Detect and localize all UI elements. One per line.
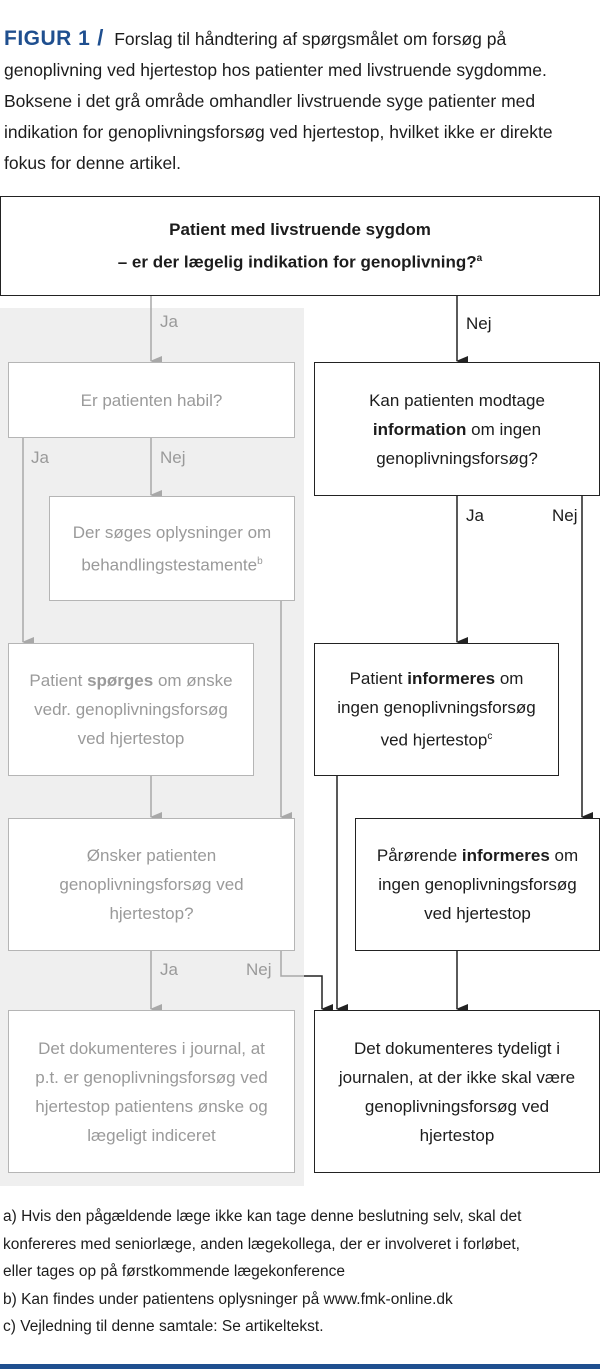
- arrow-onsker-nej-to-dok-right: [304, 975, 333, 1014]
- label-ja-habil: Ja: [31, 448, 49, 467]
- habil-text: Er patienten habil?: [80, 390, 223, 410]
- kan-post: om ingen: [466, 419, 542, 439]
- onsker-line3: hjertestop?: [109, 904, 194, 923]
- sporges-bold: spørges: [87, 671, 154, 690]
- top-sup: a: [476, 253, 483, 265]
- caption-separator: /: [97, 25, 104, 50]
- box-sporges: Patient spørges om ønske vedr. genoplivn…: [8, 643, 254, 776]
- informeres-sup: c: [487, 731, 493, 743]
- sporges-line3: ved hjertestop: [77, 729, 185, 748]
- box-habil: Er patienten habil?: [8, 362, 295, 438]
- parorende-bold: informeres: [461, 846, 550, 865]
- label-ja-top: Ja: [160, 312, 178, 331]
- figure-label: FIGUR 1: [4, 27, 91, 50]
- top-line2-wrap: – er der lægelig indikation for genopliv…: [118, 244, 482, 277]
- parorende-pre: Pårørende: [376, 846, 462, 865]
- top-line2: – er der lægelig indikation for genopliv…: [117, 252, 477, 272]
- footnotes: a) Hvis den pågældende læge ikke kan tag…: [3, 1203, 599, 1341]
- dok-left-line3: hjertestop patientens ønske og: [35, 1096, 268, 1116]
- dok-right-line4: hjertestop: [419, 1125, 495, 1145]
- informeres-bold: informeres: [407, 669, 496, 689]
- box-dok-left: Det dokumenteres i journal, at p.t. er g…: [8, 1010, 295, 1173]
- kan-line2: information om ingen: [373, 415, 541, 444]
- footnote-a-line2: konfereres med seniorlæge, anden lægekol…: [3, 1235, 520, 1253]
- bottom-rule: [0, 1364, 600, 1369]
- box-informeres: Patient informeres om ingen genoplivning…: [314, 643, 559, 776]
- kan-line1: Kan patienten modtage: [369, 390, 545, 410]
- sporges-line1: Patient spørges om ønske: [29, 666, 232, 695]
- footnote-a-line1: a) Hvis den pågældende læge ikke kan tag…: [3, 1208, 522, 1225]
- informeres-line3: ved hjertestop: [380, 730, 488, 750]
- sporges-post: om ønske: [153, 671, 233, 690]
- box-parorende: Pårørende informeres om ingen genoplivni…: [355, 818, 600, 951]
- kan-bold: information: [372, 419, 467, 439]
- dok-right-line3: genoplivningsforsøg ved: [364, 1096, 550, 1116]
- dok-left-line2: p.t. er genoplivningsforsøg ved: [35, 1067, 268, 1087]
- dok-right-line1: Det dokumenteres tydeligt i: [354, 1038, 560, 1058]
- sporges-line2: vedr. genoplivningsforsøg: [34, 700, 228, 719]
- box-onsker: Ønsker patienten genoplivningsforsøg ved…: [8, 818, 295, 951]
- dok-right-line2: journalen, at der ikke skal være: [338, 1067, 576, 1087]
- label-nej-habil: Nej: [160, 448, 186, 467]
- parorende-line1: Pårørende informeres om: [377, 841, 578, 870]
- footnote-c: c) Vejledning til denne samtale: Se arti…: [3, 1318, 324, 1335]
- testament-line1: Der søges oplysninger om: [72, 522, 272, 542]
- label-ja-onsker: Ja: [160, 960, 178, 979]
- caption-text: Forslag til håndtering af spørgsmålet om…: [4, 29, 553, 173]
- sporges-pre: Patient: [29, 671, 88, 690]
- footnote-b: b) Kan findes under patientens oplysning…: [3, 1290, 453, 1308]
- footnote-a-line3: eller tages op på førstkommende lægekonf…: [3, 1263, 346, 1280]
- box-dok-right: Det dokumenteres tydeligt i journalen, a…: [314, 1010, 600, 1173]
- informeres-post: om: [495, 669, 524, 689]
- testament-line2: behandlingstestamente: [81, 555, 258, 575]
- informeres-line2: ingen genoplivningsforsøg: [337, 698, 536, 718]
- label-nej-top: Nej: [466, 314, 492, 333]
- informeres-line1: Patient informeres om: [350, 664, 524, 693]
- box-top-question: Patient med livstruende sygdom – er der …: [0, 196, 600, 296]
- informeres-line3-wrap: ved hjertestopc: [381, 722, 493, 755]
- figure-caption: FIGUR 1 / Forslag til håndtering af spør…: [4, 22, 596, 179]
- testament-line2-wrap: behandlingstestamenteb: [81, 547, 262, 580]
- dok-left-line1: Det dokumenteres i journal, at: [38, 1038, 265, 1058]
- top-line1: Patient med livstruende sygdom: [169, 220, 431, 240]
- dok-left-line4: lægeligt indiceret: [87, 1125, 216, 1145]
- onsker-line2: genoplivningsforsøg ved: [59, 875, 244, 894]
- parorende-line2: ingen genoplivningsforsøg: [378, 875, 577, 894]
- parorende-post: om: [549, 846, 579, 865]
- onsker-line1: Ønsker patienten: [86, 846, 217, 865]
- box-testament: Der søges oplysninger om behandlingstest…: [49, 496, 295, 601]
- label-nej-onsker: Nej: [246, 960, 272, 979]
- testament-sup: b: [257, 555, 263, 567]
- line-onsker-nej: [280, 951, 304, 977]
- informeres-pre: Patient: [349, 669, 408, 689]
- parorende-line3: ved hjertestop: [424, 904, 531, 923]
- box-kan: Kan patienten modtage information om ing…: [314, 362, 600, 496]
- label-ja-kan: Ja: [466, 506, 484, 525]
- label-nej-kan: Nej: [552, 506, 578, 525]
- kan-line3: genoplivningsforsøg?: [376, 448, 538, 468]
